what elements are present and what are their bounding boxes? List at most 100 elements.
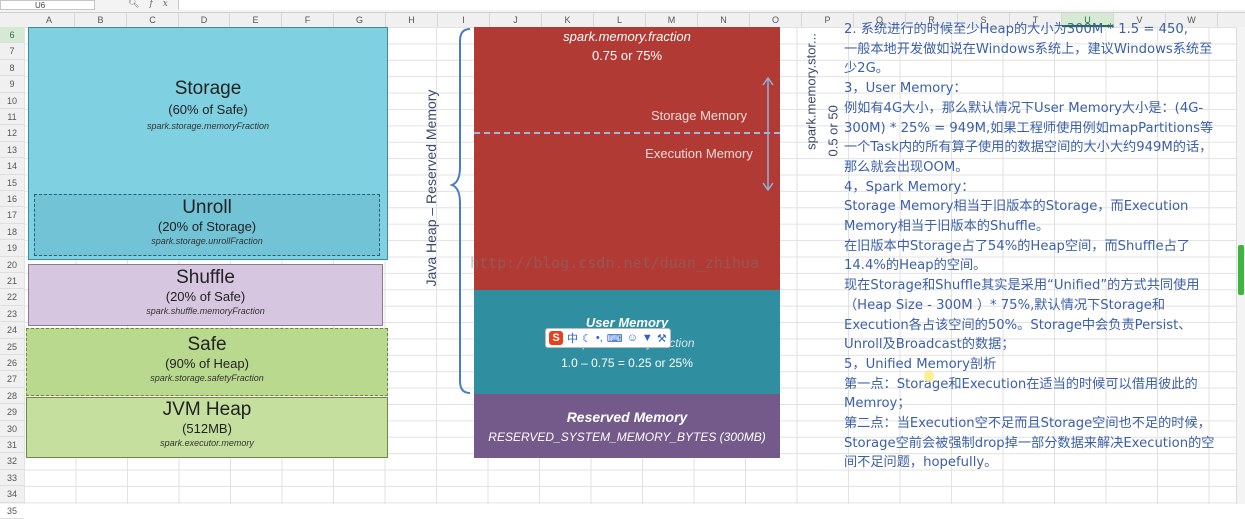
storage-config: spark.storage.memoryFraction <box>146 121 270 131</box>
fx-icon[interactable]: fx <box>149 0 178 9</box>
storage-fraction-arrow <box>762 76 774 192</box>
memory-fraction-label: spark.memory.fraction <box>563 29 691 44</box>
row-header-13[interactable]: 13 <box>0 142 24 159</box>
row-header-33[interactable]: 33 <box>0 470 24 487</box>
storage-execution-divider <box>474 132 780 134</box>
row-header-24[interactable]: 24 <box>0 322 24 339</box>
column-header-B[interactable]: B <box>75 13 127 27</box>
row-header-34[interactable]: 34 <box>0 486 24 503</box>
safe-config: spark.storage.safetyFraction <box>150 373 264 383</box>
row-header-21[interactable]: 21 <box>0 273 24 290</box>
row-header-28[interactable]: 28 <box>0 388 24 405</box>
ime-toolbar[interactable]: S 中 ☾ •, ⌨ ☺ ▼ ⚒ <box>545 328 671 348</box>
column-header-V[interactable]: V <box>1114 13 1166 27</box>
row-header-27[interactable]: 27 <box>0 371 24 388</box>
row-header-9[interactable]: 9 <box>0 76 24 93</box>
row-header-32[interactable]: 32 <box>0 453 24 470</box>
formula-input[interactable] <box>178 0 1245 10</box>
safe-block: Safe (90% of Heap) spark.storage.safetyF… <box>26 328 388 396</box>
column-header-C[interactable]: C <box>127 13 179 27</box>
mouse-cursor <box>924 370 934 382</box>
column-header-N[interactable]: N <box>698 13 750 27</box>
jvm-title: JVM Heap <box>162 399 252 420</box>
column-header-L[interactable]: L <box>594 13 646 27</box>
row-header-15[interactable]: 15 <box>0 175 24 191</box>
row-header-17[interactable]: 17 <box>0 207 24 224</box>
column-header-T[interactable]: T <box>1010 13 1062 27</box>
row-header-8[interactable]: 8 <box>0 60 24 77</box>
column-header-J[interactable]: J <box>490 13 542 27</box>
column-header-M[interactable]: M <box>646 13 698 27</box>
column-header-A[interactable]: A <box>24 13 75 27</box>
wrench-icon[interactable]: ⚒ <box>656 332 667 345</box>
row-header-18[interactable]: 18 <box>0 224 24 241</box>
column-header-G[interactable]: G <box>334 13 386 27</box>
heap-brace <box>449 28 471 394</box>
row-header-26[interactable]: 26 <box>0 355 24 372</box>
row-header-10[interactable]: 10 <box>0 93 24 109</box>
column-header-U[interactable]: U <box>1062 13 1114 27</box>
row-header-19[interactable]: 19 <box>0 240 24 257</box>
jvm-heap-block: JVM Heap (512MB) spark.executor.memory <box>26 397 388 458</box>
column-header-O[interactable]: O <box>750 13 802 27</box>
unroll-sub: (20% of Storage) <box>157 219 257 234</box>
row-header-20[interactable]: 20 <box>0 257 24 273</box>
row-header-7[interactable]: 7 <box>0 43 24 60</box>
watermark: http://blog.csdn.net/duan_zhihua <box>470 254 759 272</box>
scrollbar-thumb[interactable] <box>1238 245 1244 295</box>
ime-logo[interactable]: S <box>549 331 563 345</box>
shuffle-title: Shuffle <box>176 267 235 288</box>
row-header-31[interactable]: 31 <box>0 437 24 454</box>
keyboard-icon[interactable]: ⌨ <box>606 332 623 345</box>
punctuation-icon[interactable]: •, <box>595 332 603 344</box>
row-header-23[interactable]: 23 <box>0 306 24 323</box>
row-header-16[interactable]: 16 <box>0 191 24 208</box>
column-header-R[interactable]: R <box>906 13 958 27</box>
note-line: 现在Storage和Shuffle其实是采用“Unified”的方式共同使用（H… <box>844 278 1200 353</box>
column-header-F[interactable]: F <box>282 13 334 27</box>
reserved-bytes-text: RESERVED_SYSTEM_MEMORY_BYTES (300MB) <box>488 430 766 444</box>
row-header-35[interactable]: 35 <box>0 503 24 519</box>
java-heap-label: Java Heap – Reserved Memory <box>411 60 447 310</box>
note-line: 4，Spark Memory： <box>844 179 975 195</box>
name-box[interactable]: U6 <box>0 0 95 10</box>
column-header-D[interactable]: D <box>179 13 230 27</box>
user-icon[interactable]: ☺ <box>626 332 638 344</box>
note-line: 在旧版本中Storage占了54%的Heap空间，而Shuffle占了14.4%… <box>844 238 1190 274</box>
column-header-W[interactable]: W <box>1166 13 1218 27</box>
storage-fraction-value: 0.5 or 50 <box>825 105 841 157</box>
reserved-memory-block <box>474 394 780 458</box>
shuffle-config: spark.shuffle.memoryFraction <box>146 306 265 316</box>
shirt-icon[interactable]: ▼ <box>641 332 653 344</box>
ime-mode[interactable]: 中 <box>567 333 578 345</box>
row-header-14[interactable]: 14 <box>0 158 24 175</box>
note-line: 第一点：Storage和Execution在适当的时候可以借用彼此的Memroy… <box>844 376 1198 412</box>
notes-text: 2. 系统进行的时候至少Heap的大小为300M * 1.5 = 450,一般本… <box>844 20 1216 473</box>
row-header-11[interactable]: 11 <box>0 109 24 126</box>
column-header-K[interactable]: K <box>542 13 594 27</box>
storage-memory-label: Storage Memory <box>650 108 748 123</box>
note-line: 例如有4G大小，那么默认情况下User Memory大小是：(4G-300M) … <box>844 100 1214 175</box>
row-header-30[interactable]: 30 <box>0 421 24 437</box>
column-header-S[interactable]: S <box>958 13 1010 27</box>
row-header-12[interactable]: 12 <box>0 125 24 142</box>
reserved-bytes-label: RESERVED_SYSTEM_MEMORY_BYTES (300MB) <box>474 430 780 444</box>
column-header-Q[interactable]: Q <box>854 13 906 27</box>
note-line: 一般本地开发做如说在Windows系统上，建议Windows系统至少2G。 <box>844 41 1213 77</box>
memory-fraction-value: 0.75 or 75% <box>591 48 663 63</box>
row-header-25[interactable]: 25 <box>0 339 24 355</box>
column-header-E[interactable]: E <box>230 13 282 27</box>
formula-icons: 🔍︎fx <box>128 0 178 9</box>
column-header-P[interactable]: P <box>802 13 854 27</box>
storage-fraction-side-label: spark.memory.stor... 0.5 or 50 <box>794 28 841 158</box>
column-header-I[interactable]: I <box>438 13 490 27</box>
column-header-H[interactable]: H <box>386 13 438 27</box>
row-header-6[interactable]: 6 <box>0 27 24 44</box>
execution-memory-label: Execution Memory <box>645 146 753 161</box>
row-header-29[interactable]: 29 <box>0 404 24 421</box>
search-icon[interactable]: 🔍︎ <box>128 0 150 9</box>
row-header-22[interactable]: 22 <box>0 289 24 306</box>
shuffle-sub: (20% of Safe) <box>165 289 246 304</box>
moon-icon[interactable]: ☾ <box>582 332 592 345</box>
